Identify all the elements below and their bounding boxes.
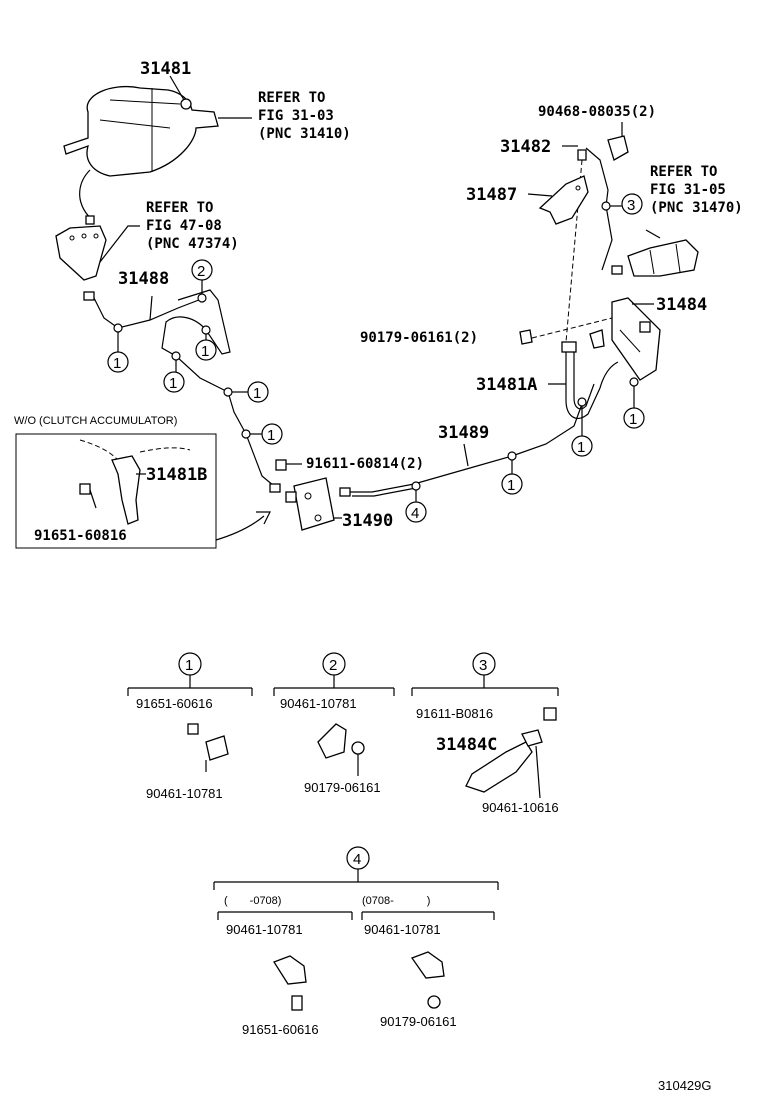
nut-icon <box>351 741 365 755</box>
callout-1-label: 1 <box>267 427 275 444</box>
group-4-right-part-b: 90179-06161 <box>380 1014 457 1029</box>
clamp-point <box>507 451 517 461</box>
inset-title: W/O (CLUTCH ACCUMULATOR) <box>14 415 177 427</box>
bolt-icon <box>543 707 557 721</box>
part-91611-60814: 91611-60814(2) <box>306 456 424 472</box>
refer-fig-47-08: REFER TO FIG 47-08 (PNC 47374) <box>99 200 239 263</box>
clamp-icon <box>273 955 307 985</box>
callout-1 <box>571 435 593 457</box>
callout-1-label: 1 <box>577 439 585 456</box>
bracket-icon <box>465 741 533 793</box>
bolt-icon <box>187 723 199 735</box>
callout-2 <box>191 259 213 281</box>
clamp-point <box>241 429 251 439</box>
callout-1 <box>195 339 217 361</box>
part-31482: 31482 <box>500 137 551 157</box>
ref1-line1: REFER TO <box>258 90 325 106</box>
callout-1-label: 1 <box>113 355 121 372</box>
clutch-release-cylinder-ref <box>611 239 699 277</box>
part-90179-06161-2: 90179-06161(2) <box>360 330 478 346</box>
callout-4 <box>405 501 427 523</box>
group-4-range-left: ( -0708) <box>224 895 281 907</box>
clamp-point <box>113 323 123 333</box>
callout-1 <box>163 371 185 393</box>
group-4-range-right: (0708- ) <box>362 895 430 907</box>
clamp-point <box>223 387 233 397</box>
part-31484: 31484 <box>656 295 707 315</box>
inset-box: W/O (CLUTCH ACCUMULATOR) 31481B 91651-60… <box>14 415 271 549</box>
callout-1-label: 1 <box>253 385 261 402</box>
callout-1 <box>623 407 645 429</box>
clamp-icon <box>410 951 445 979</box>
part-31481: 31481 <box>140 59 191 79</box>
bracket-31490 <box>285 477 335 531</box>
group-3-part-b: 31484C <box>436 735 497 755</box>
callout-1 <box>107 351 129 373</box>
ref1-line3: (PNC 31410) <box>258 126 351 142</box>
part-31490: 31490 <box>342 511 393 531</box>
callout-3-label: 3 <box>627 197 635 214</box>
reservoir-assembly <box>63 86 219 225</box>
callout-1 <box>247 381 269 403</box>
clamp-point <box>629 377 639 387</box>
ref2-line2: FIG 47-08 <box>146 218 222 234</box>
part-31487: 31487 <box>466 185 517 205</box>
group-4-right-part-a: 90461-10781 <box>364 922 441 937</box>
part-31481B: 31481B <box>146 465 207 485</box>
group-3-label: 3 <box>479 657 487 674</box>
group-4-label: 4 <box>353 851 361 868</box>
pipe-31489 <box>339 403 583 497</box>
callout-3 <box>621 193 643 215</box>
callout-2-label: 2 <box>197 263 205 280</box>
clutch-master-cylinder-ref <box>55 225 107 281</box>
callout-1 <box>261 423 283 445</box>
ref3-line3: (PNC 31470) <box>650 200 743 216</box>
part-91651-60816: 91651-60816 <box>34 528 127 544</box>
group-4-left-part-b: 91651-60616 <box>242 1022 319 1037</box>
clamp-point <box>577 397 587 407</box>
refer-fig-31-03: REFER TO FIG 31-03 (PNC 31410) <box>218 90 351 142</box>
clamp-point <box>411 481 421 491</box>
bolt-icon <box>291 995 303 1011</box>
group-1-part-b: 90461-10781 <box>146 786 223 801</box>
callout-4-label: 4 <box>411 505 419 522</box>
callout-1-label: 1 <box>629 411 637 428</box>
group-2-label: 2 <box>329 657 337 674</box>
callout-1-label: 1 <box>201 343 209 360</box>
callout-1-label: 1 <box>169 375 177 392</box>
clamp-point <box>201 325 211 335</box>
clamp-point <box>601 201 611 211</box>
clamp-icon <box>205 735 229 761</box>
part-31488: 31488 <box>118 269 169 289</box>
group-2-part-a: 90461-10781 <box>280 696 357 711</box>
group-3-part-c: 90461-10616 <box>482 800 559 815</box>
hose-31481A <box>561 341 619 419</box>
part-90468-08035: 90468-08035(2) <box>538 104 656 120</box>
group-3-part-a: 91611-B0816 <box>416 706 493 721</box>
clamp-point <box>197 293 207 303</box>
callout-1-label: 1 <box>507 477 515 494</box>
group-4-left-part-a: 90461-10781 <box>226 922 303 937</box>
group-1-part-a: 91651-60616 <box>136 696 213 711</box>
refer-fig-31-05: REFER TO FIG 31-05 (PNC 31470) <box>645 164 743 239</box>
clamp-icon <box>521 729 543 747</box>
ref2-line1: REFER TO <box>146 200 213 216</box>
clamp-icon <box>317 723 347 759</box>
ref1-line2: FIG 31-03 <box>258 108 334 124</box>
part-31481A: 31481A <box>476 375 537 395</box>
figure-code: 310429G <box>658 1078 712 1093</box>
group-2-part-b: 90179-06161 <box>304 780 381 795</box>
ref3-line1: REFER TO <box>650 164 717 180</box>
nut-icon <box>427 995 441 1009</box>
bracket-31484 <box>589 297 661 381</box>
ref2-line3: (PNC 47374) <box>146 236 239 252</box>
clamp-point <box>171 351 181 361</box>
callout-1 <box>501 473 523 495</box>
part-31489: 31489 <box>438 423 489 443</box>
ref3-line2: FIG 31-05 <box>650 182 726 198</box>
group-1-label: 1 <box>185 657 193 674</box>
